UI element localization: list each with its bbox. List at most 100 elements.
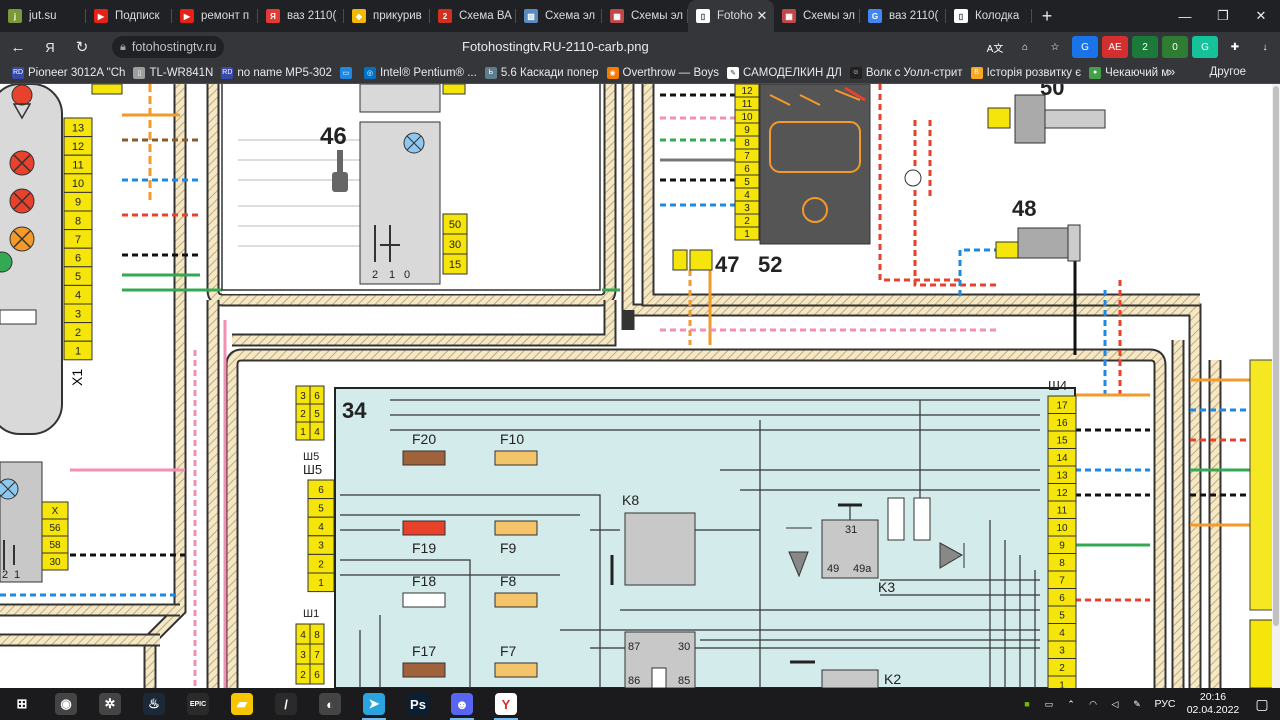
volume-icon[interactable]: ◁ xyxy=(1111,698,1119,709)
label-sh5a: Ш5 xyxy=(303,451,319,463)
google-translate-ext-icon[interactable]: G xyxy=(1072,36,1098,58)
puzzle-icon[interactable]: ✚ xyxy=(1222,36,1248,58)
translate-icon[interactable]: A文 xyxy=(982,36,1008,58)
clock[interactable]: 20:16 02.04.2022 xyxy=(1182,691,1244,717)
taskbar-app-1[interactable]: ◉ xyxy=(44,688,88,720)
taskbar-app-1-icon: ◉ xyxy=(55,693,77,715)
reload-button[interactable]: ↻ xyxy=(75,39,89,56)
pin-label: 3 xyxy=(300,391,306,402)
start-button[interactable]: ⊞ xyxy=(0,688,44,720)
close-button[interactable]: ✕ xyxy=(1255,8,1267,23)
bookmark-item[interactable]: ✎САМОДЕЛКИН ДЛ xyxy=(727,66,842,79)
taskbar-pen[interactable]: / xyxy=(264,688,308,720)
bookmark-star-icon[interactable]: ☆ xyxy=(1042,36,1068,58)
scrollbar-thumb[interactable] xyxy=(1273,86,1279,626)
battery-tray-icon[interactable]: ▭ xyxy=(1044,698,1054,709)
taskbar-photoshop-icon: Ps xyxy=(407,693,429,715)
taskbar-discord[interactable]: ☻ xyxy=(440,688,484,720)
pen-tray-icon[interactable]: ✎ xyxy=(1133,698,1141,709)
download-icon[interactable]: ↓ xyxy=(1252,36,1278,58)
notifications-icon[interactable]: ▢ xyxy=(1255,695,1269,712)
tab-11[interactable]: ▯Колодка xyxy=(946,0,1032,32)
adblock-ext-icon[interactable]: AE xyxy=(1102,36,1128,58)
label-47: 47 xyxy=(715,252,739,277)
pin-label: 14 xyxy=(1056,453,1068,464)
pin-label: 58 xyxy=(49,540,61,551)
grammarly-ext-icon[interactable]: G xyxy=(1192,36,1218,58)
bookmark-item[interactable]: ◎Intel® Pentium® ... xyxy=(363,66,477,79)
tab-9[interactable]: ▦Схемы эл xyxy=(774,0,860,32)
pin-label: 12 xyxy=(1056,488,1068,499)
bookmark-item[interactable]: ●Чекаючий м xyxy=(1089,66,1169,79)
taskbar-app-8[interactable]: ◐ xyxy=(308,688,352,720)
address-bar[interactable]: 🔒︎ fotohostingtv.ru Fotohostingtv.RU-211… xyxy=(112,35,922,59)
bookmark-item[interactable]: ◉Overthrow — Boys xyxy=(606,66,719,79)
minimize-button[interactable]: — xyxy=(1178,8,1192,24)
tab-favicon-icon: G xyxy=(868,9,882,23)
pin-cell xyxy=(442,253,468,275)
pin-label: 2 xyxy=(1059,663,1065,674)
tab-4[interactable]: ◆прикурив xyxy=(344,0,430,32)
pin-label: 9 xyxy=(744,125,750,136)
pin-label: 12 xyxy=(72,141,84,153)
profile-button[interactable]: Я xyxy=(45,39,55,55)
taskbar-photoshop[interactable]: Ps xyxy=(396,688,440,720)
bookmark-item[interactable]: ▯TL-WR841N xyxy=(133,66,213,79)
new-tab-button[interactable]: + xyxy=(1041,5,1053,26)
vertical-scrollbar[interactable] xyxy=(1272,84,1280,688)
taskbar-notes[interactable]: ▰ xyxy=(220,688,264,720)
pin-label: 30 xyxy=(449,239,461,251)
pin-label: 3 xyxy=(744,203,750,214)
other-bookmarks-folder[interactable]: Другое xyxy=(1209,66,1246,78)
taskbar-yandex[interactable]: Y xyxy=(484,688,528,720)
browser-toolbar: ← Я ↻ 🔒︎ fotohostingtv.ru Fotohostingtv.… xyxy=(0,32,1280,62)
switch-pos-2: 2 xyxy=(372,269,378,281)
tab-favicon-icon: ▦ xyxy=(782,9,796,23)
restore-button[interactable]: ❐ xyxy=(1217,8,1229,23)
pin-label: 5 xyxy=(75,271,81,283)
bookmark-manager-icon[interactable]: ⌂ xyxy=(1012,36,1038,58)
tab-close-icon[interactable]: ✕ xyxy=(756,8,768,23)
taskbar-telegram[interactable]: ➤ xyxy=(352,688,396,720)
taskbar-yandex-icon: Y xyxy=(495,693,517,715)
expand-tray-icon[interactable]: ⌃ xyxy=(1067,698,1075,709)
taskbar-steam[interactable]: ♨ xyxy=(132,688,176,720)
start-button-icon: ⊞ xyxy=(16,696,28,711)
site-chip[interactable]: 🔒︎ fotohostingtv.ru xyxy=(112,36,225,58)
back-button[interactable]: ← xyxy=(10,38,26,56)
bookmark-item[interactable]: ▭ xyxy=(339,66,356,79)
shield-ext-icon[interactable]: 0 xyxy=(1162,36,1188,58)
page-title: Fotohostingtv.RU-2110-carb.png xyxy=(462,39,649,54)
tab-8[interactable]: ▯Fotoho✕ xyxy=(688,0,774,32)
pin-label: 1 xyxy=(300,427,306,438)
tab-7[interactable]: ▦Схемы эл xyxy=(602,0,688,32)
wifi-icon[interactable]: ◠ xyxy=(1089,698,1097,709)
ignition-switch xyxy=(359,121,441,285)
bookmarks-overflow-button[interactable]: » xyxy=(1168,64,1176,79)
nvidia-tray-icon[interactable]: ■ xyxy=(1024,699,1030,709)
tab-1[interactable]: ▶Подписк xyxy=(86,0,172,32)
pin-label: 16 xyxy=(1056,418,1068,429)
taskbar-app-2[interactable]: ✲ xyxy=(88,688,132,720)
label-pin-49a: 49a xyxy=(853,563,872,575)
vpn-ext-icon[interactable]: 2 xyxy=(1132,36,1158,58)
pin-label: 1 xyxy=(744,229,750,240)
tab-2[interactable]: ▶ремонт п xyxy=(172,0,258,32)
bookmark-item[interactable]: ☺Волк с Уолл-стрит xyxy=(849,66,963,79)
label-50: 50 xyxy=(1040,84,1064,100)
tab-6[interactable]: ▧Схема эл xyxy=(516,0,602,32)
taskbar-epic[interactable]: EPIC xyxy=(176,688,220,720)
language-indicator[interactable]: РУС xyxy=(1154,698,1176,710)
